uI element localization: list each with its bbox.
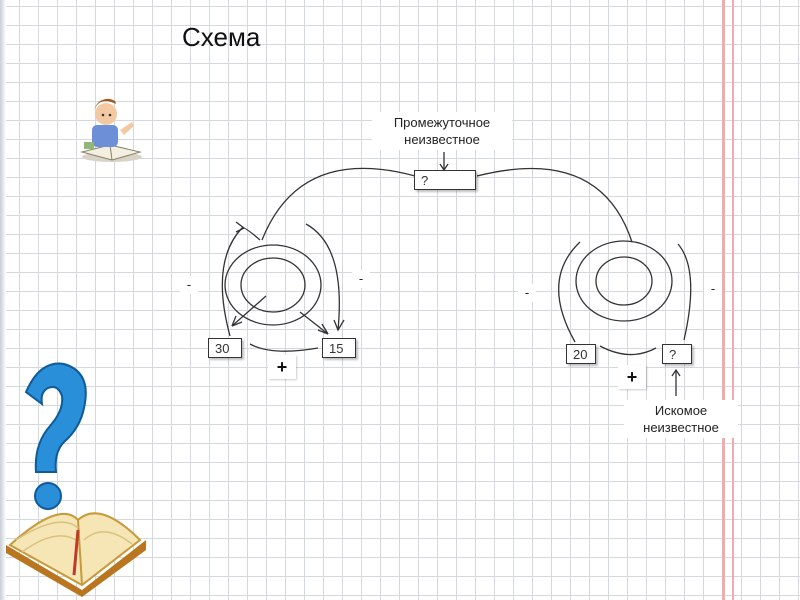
minus-sign: - (180, 276, 198, 294)
minus-sign: - (518, 284, 536, 302)
minus-sign: - (704, 280, 722, 298)
minus-sign: - (352, 270, 370, 288)
plus-sign: + (618, 365, 646, 389)
label-line: Промежуточное (393, 115, 491, 130)
label-line: неизвестное (643, 420, 719, 435)
sought-unknown-box: ? (662, 344, 692, 364)
page-edge (0, 0, 6, 600)
value-box-20: 20 (566, 344, 596, 364)
sought-unknown-label: Искомое неизвестное (624, 400, 738, 438)
plus-sign: + (268, 355, 296, 379)
value-box-30: 30 (208, 338, 242, 358)
margin-line-inner (732, 0, 734, 600)
page-title: Схема (182, 22, 261, 52)
label-line: Искомое (654, 403, 708, 418)
value-box-15: 15 (322, 338, 356, 358)
intermediate-unknown-box: ? (414, 170, 476, 190)
intermediate-unknown-label: Промежуточное неизвестное (372, 112, 512, 150)
margin-line (722, 0, 725, 600)
label-line: неизвестное (404, 132, 480, 147)
